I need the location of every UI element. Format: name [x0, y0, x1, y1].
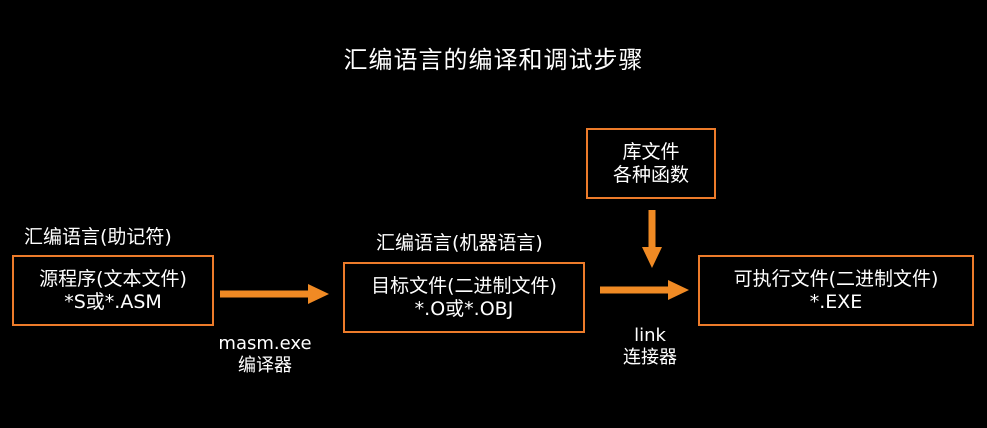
library-arrow	[642, 210, 662, 268]
linker-desc: 连接器	[623, 347, 677, 368]
object-file-title: 目标文件(二进制文件)	[371, 274, 557, 297]
assembler-desc: 编译器	[238, 355, 292, 376]
link-arrow	[600, 280, 689, 300]
library-file-box: 库文件 各种函数	[586, 128, 716, 199]
assembler-caption: masm.exe 编译器	[205, 333, 325, 377]
source-file-box: 源程序(文本文件) *S或*.ASM	[12, 255, 214, 326]
library-file-title: 库文件	[622, 140, 680, 163]
diagram-title: 汇编语言的编译和调试步骤	[343, 46, 644, 74]
source-file-extension: *S或*.ASM	[64, 290, 162, 313]
assembler-name: masm.exe	[218, 333, 312, 354]
executable-file-box: 可执行文件(二进制文件) *.EXE	[698, 255, 974, 326]
object-file-box: 目标文件(二进制文件) *.O或*.OBJ	[343, 262, 585, 333]
linker-caption: link 连接器	[600, 325, 700, 369]
library-file-desc: 各种函数	[612, 163, 689, 186]
executable-file-extension: *.EXE	[809, 290, 863, 313]
source-file-title: 源程序(文本文件)	[39, 267, 187, 290]
object-file-extension: *.O或*.OBJ	[414, 297, 514, 320]
linker-name: link	[634, 325, 666, 346]
executable-file-title: 可执行文件(二进制文件)	[733, 267, 939, 290]
source-language-label: 汇编语言(助记符)	[24, 226, 172, 248]
object-language-label: 汇编语言(机器语言)	[376, 232, 543, 254]
compile-arrow	[220, 284, 329, 304]
